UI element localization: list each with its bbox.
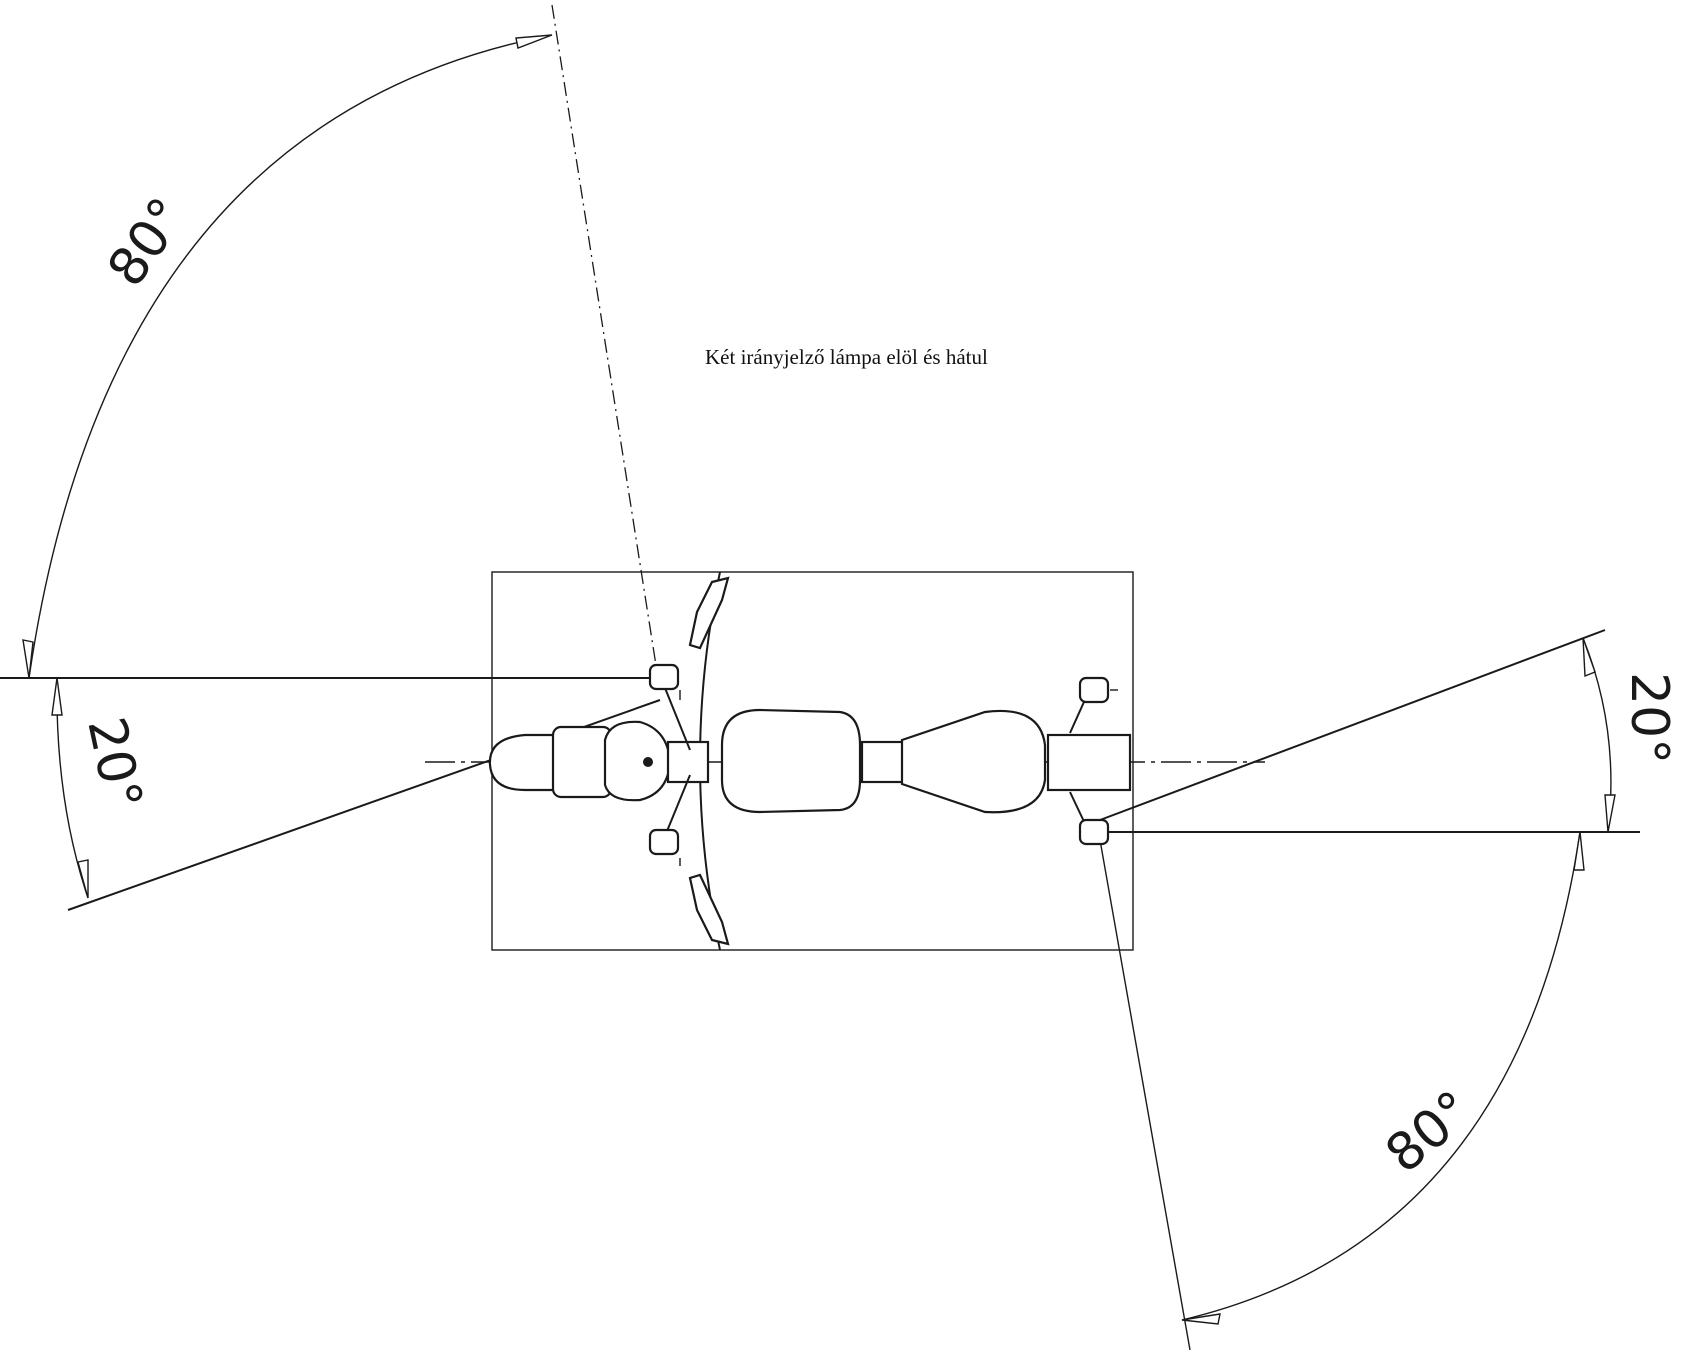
front-fender [551,725,613,799]
diagram-caption: Két irányjelző lámpa elöl és hátul [705,345,988,369]
rear-right-turn-signal [1078,818,1110,846]
front-lower-arc-arrow-bottom [77,859,89,899]
front-lower-angle-label: 20° [75,712,153,815]
front-upper-arc-arrow-bottom [22,639,34,679]
rear-lower-arc-arrow-top [1573,831,1585,871]
front-wheel [488,733,562,792]
mirror-upper [688,576,730,650]
rear-upper-arc-arrow-bottom [1604,794,1616,833]
rear-80deg-ray [1099,839,1191,1351]
frame-link [860,740,906,784]
front-left-turn-signal [648,663,680,691]
front-upper-80-arc [28,34,553,679]
front-lower-arc-arrow-top [51,677,63,716]
rear-upper-angle-label: 20° [1619,672,1679,764]
mirror-lower [688,873,730,946]
rear-upper-arc-arrow-top [1582,637,1596,678]
handlebar-arm-lower [664,774,691,837]
steering-column [666,740,710,784]
front-upper-angle-label: 80° [96,188,198,298]
seat [900,709,1047,814]
front-80deg-ray [551,4,659,679]
fuel-tank [720,708,862,814]
handlebar-arm-upper [664,687,691,751]
rear-tail [1046,733,1132,792]
headlight-housing [603,720,672,802]
headlight-center [643,757,653,767]
rear-20deg-ray [1099,629,1606,821]
front-upper-arc-arrow-top [515,34,553,49]
rear-left-turn-signal [1078,676,1110,704]
rear-lower-80-arc [1181,831,1581,1321]
front-right-turn-signal [648,828,680,856]
rear-lower-angle-label: 80° [1375,1080,1484,1185]
rear-lower-arc-arrow-bottom [1181,1313,1221,1325]
